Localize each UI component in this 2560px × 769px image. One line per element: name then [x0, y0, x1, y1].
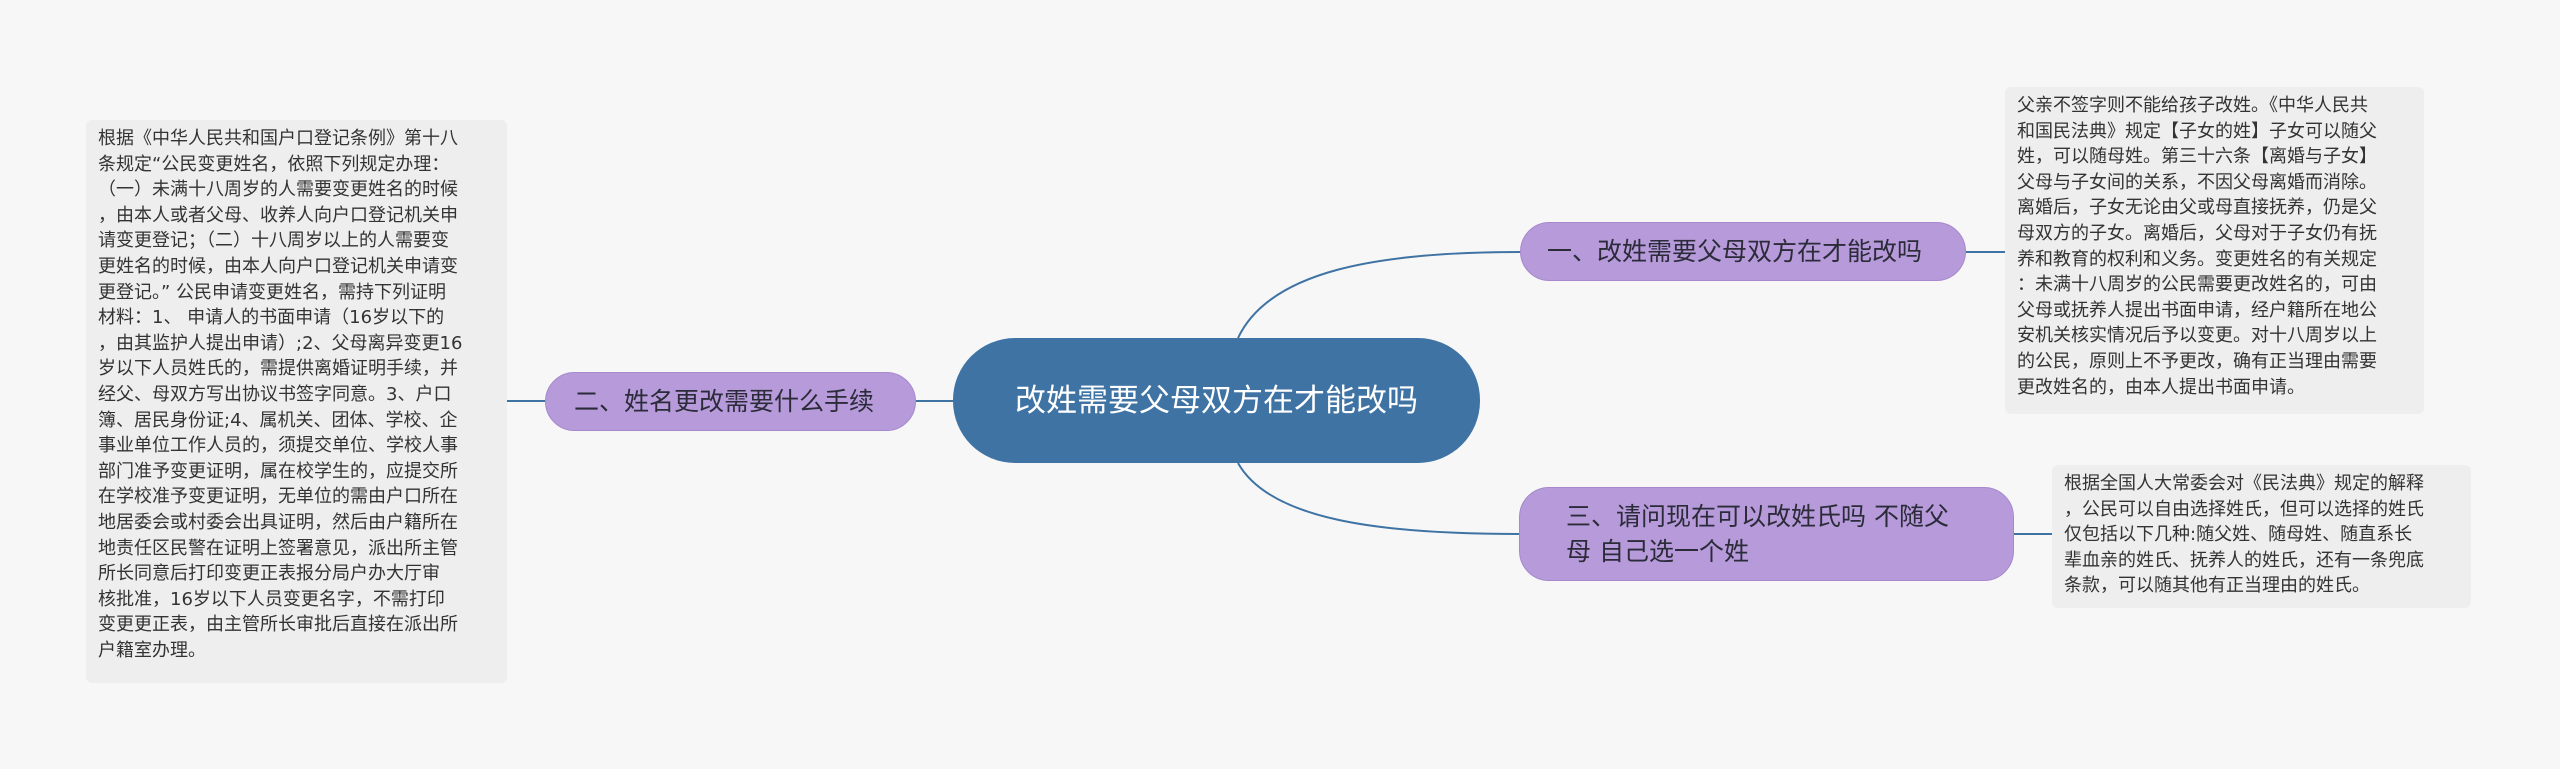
branch-topic-3[interactable]: 三、请问现在可以改姓氏吗 不随父母 自己选一个姓 [1519, 487, 2014, 581]
branch-topic-2-label: 二、姓名更改需要什么手续 [574, 387, 875, 416]
connector-central-branch-1 [1237, 251, 1521, 339]
note-3: 根据全国人大常委会对《民法典》规定的解释 ，公民可以自由选择姓氏，但可以选择的姓… [2052, 465, 2471, 608]
branch-topic-1-label: 一、改姓需要父母双方在才能改吗 [1547, 237, 1923, 266]
central-topic[interactable]: 改姓需要父母双方在才能改吗 [953, 338, 1480, 463]
note-2: 根据《中华人民共和国户口登记条例》第十八 条规定“公民变更姓名，依照下列规定办理… [86, 120, 507, 683]
note-1: 父亲不签字则不能给孩子改姓。《中华人民共 和国民法典》规定【子女的姓】子女可以随… [2005, 87, 2424, 414]
central-topic-label: 改姓需要父母双方在才能改吗 [1015, 382, 1418, 419]
branch-topic-1[interactable]: 一、改姓需要父母双方在才能改吗 [1520, 222, 1966, 281]
connector-central-branch-3 [1237, 462, 1520, 535]
branch-topic-2[interactable]: 二、姓名更改需要什么手续 [545, 372, 916, 431]
branch-topic-3-label: 三、请问现在可以改姓氏吗 不随父母 自己选一个姓 [1566, 502, 1949, 566]
